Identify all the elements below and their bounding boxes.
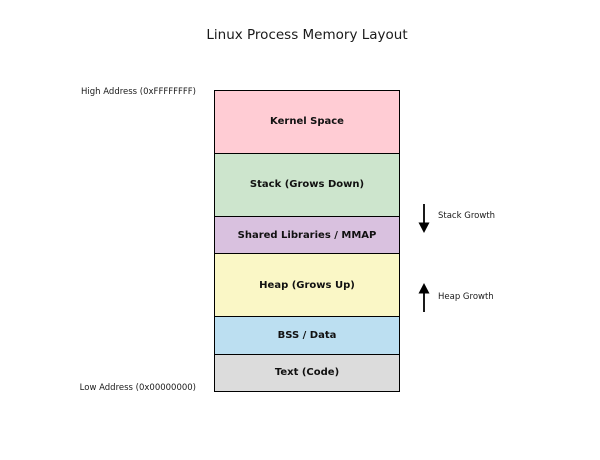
memory-section-label: Shared Libraries / MMAP bbox=[237, 229, 377, 241]
memory-section-label: Heap (Grows Up) bbox=[259, 279, 355, 291]
memory-section-label: BSS / Data bbox=[277, 329, 337, 341]
memory-section-label: Text (Code) bbox=[274, 367, 340, 379]
memory-section-heap: Heap (Grows Up) bbox=[215, 254, 399, 318]
memory-section-kernel-space: Kernel Space bbox=[215, 91, 399, 154]
heap-growth-label: Heap Growth bbox=[438, 292, 494, 302]
memory-section-stack: Stack (Grows Down) bbox=[215, 153, 399, 217]
heap-growth-up-arrow-icon bbox=[418, 283, 430, 312]
high-address-label: High Address (0xFFFFFFFF) bbox=[81, 87, 196, 97]
low-address-label: Low Address (0x00000000) bbox=[79, 383, 196, 393]
memory-section-shared-libraries-mmap: Shared Libraries / MMAP bbox=[215, 216, 399, 255]
diagram-title: Linux Process Memory Layout bbox=[206, 27, 408, 43]
memory-section-bss-data: BSS / Data bbox=[215, 317, 399, 355]
memory-section-text-code: Text (Code) bbox=[215, 354, 399, 391]
stack-growth-down-arrow-icon bbox=[418, 204, 430, 233]
memory-section-label: Kernel Space bbox=[270, 116, 344, 128]
stack-growth-label: Stack Growth bbox=[438, 211, 496, 221]
memory-stack: Kernel Space Stack (Grows Down) Shared L… bbox=[214, 90, 400, 392]
memory-section-label: Stack (Grows Down) bbox=[249, 179, 365, 191]
